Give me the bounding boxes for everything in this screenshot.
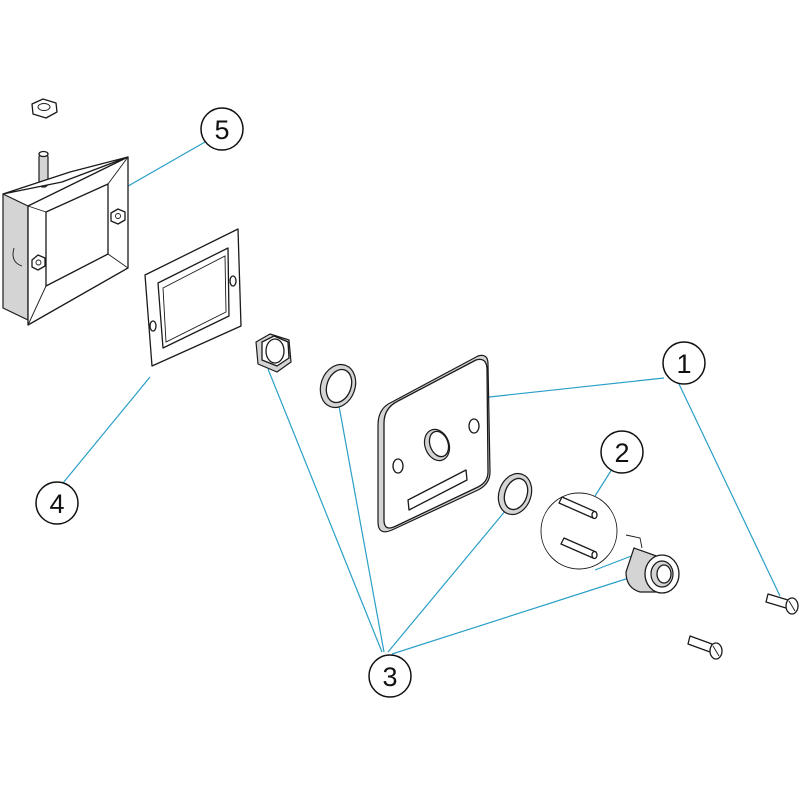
callout-2-label: 2: [614, 438, 629, 468]
leader-1-cover-plate: [479, 377, 665, 399]
leader-5-housing: [115, 141, 206, 194]
button-cylinder-part: [625, 534, 680, 594]
pin-upper: [558, 496, 598, 520]
leader-3-ring-right: [387, 509, 507, 653]
leader-4-gasket-frame: [62, 376, 151, 484]
callout-5: 5: [200, 107, 244, 151]
callout-3-label: 3: [382, 662, 397, 692]
pin-lower: [560, 537, 598, 560]
hex-nut-part: [255, 333, 292, 373]
plate-screw-hole-left: [392, 458, 404, 474]
leader-2-button: [594, 554, 635, 571]
callout-3: 3: [368, 654, 412, 698]
leader-lines: [62, 141, 781, 655]
callout-4-label: 4: [49, 489, 64, 519]
frame-hole-right: [229, 275, 237, 287]
pins-detail-part: [540, 492, 618, 570]
screw-bottom-part: [687, 635, 723, 660]
screw-right-part: [765, 593, 799, 615]
leader-3-hex-nut: [267, 368, 383, 653]
cover-plate-part: [377, 354, 491, 533]
callout-4: 4: [35, 481, 79, 525]
frame-hole-left: [149, 320, 157, 332]
gasket-frame-part: [144, 228, 242, 367]
callout-5-label: 5: [214, 115, 229, 145]
callout-1: 1: [662, 341, 706, 385]
leader-1-screw: [678, 383, 781, 597]
leader-3-button: [391, 576, 633, 655]
top-nut: [31, 98, 58, 119]
leader-2-pins: [594, 465, 615, 497]
pins-detail-circle: [540, 492, 618, 570]
side-nut-left: [31, 254, 46, 271]
leader-3-ring-left: [338, 405, 385, 653]
callout-1-label: 1: [676, 349, 691, 379]
side-nut-right: [110, 208, 126, 225]
plate-slot: [407, 469, 468, 511]
callout-2: 2: [600, 430, 644, 474]
housing-box-part: [2, 98, 129, 326]
o-ring-right-part: [497, 472, 533, 516]
o-ring-left-part: [319, 363, 357, 409]
plate-screw-hole-right: [468, 418, 480, 434]
